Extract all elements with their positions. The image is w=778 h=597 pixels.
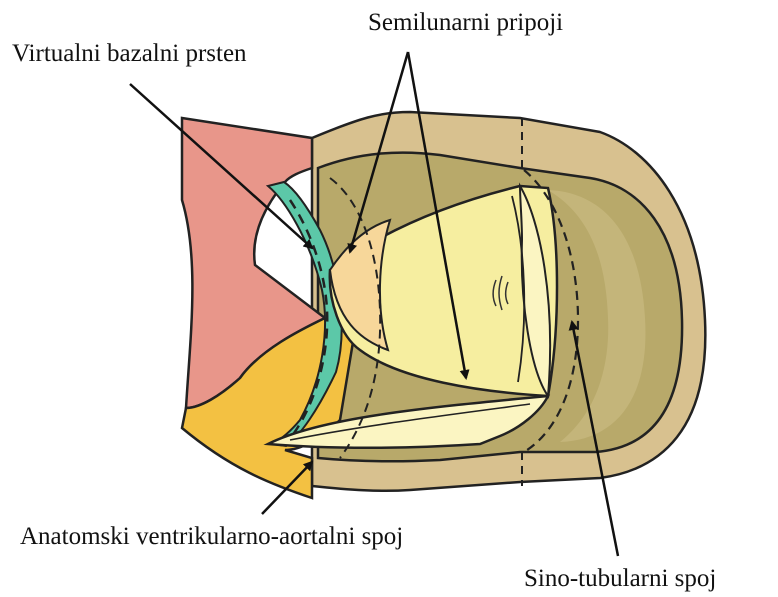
label-virtual-basal-ring: Virtualni bazalni prsten — [12, 41, 247, 66]
label-sinotubular-junction: Sino-tubularni spoj — [524, 566, 716, 591]
label-semilunar-attachments: Semilunarni pripoji — [368, 10, 563, 35]
label-anatomic-junction: Anatomski ventrikularno-aortalni spoj — [20, 524, 403, 549]
